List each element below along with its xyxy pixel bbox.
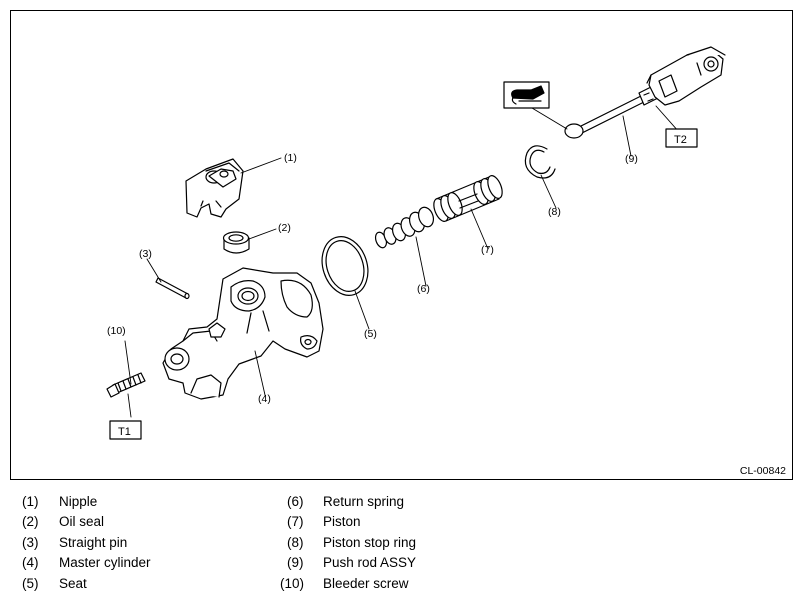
legend-name: Bleeder screw bbox=[323, 576, 409, 591]
callout-4: (4) bbox=[258, 393, 271, 405]
oil-seal-part bbox=[222, 231, 250, 254]
callout-7: (7) bbox=[481, 244, 494, 256]
legend-number: (2) bbox=[22, 514, 39, 529]
legend-name: Piston stop ring bbox=[323, 535, 417, 550]
torque-tag-t1-box bbox=[109, 420, 142, 440]
callout-2: (2) bbox=[278, 222, 291, 234]
torque-tag-t2-box bbox=[665, 128, 698, 148]
callout-9: (9) bbox=[625, 153, 638, 165]
diagram-canvas: (1) (2) (3) (4) (5) (6) (7) (8) (9) (10)… bbox=[106, 46, 726, 440]
legend-name: Return spring bbox=[323, 494, 405, 509]
legend-name: Push rod ASSY bbox=[323, 555, 417, 570]
leader-lines bbox=[124, 105, 680, 418]
legend-number: (4) bbox=[22, 555, 39, 570]
bleeder-screw-part bbox=[106, 372, 146, 398]
push-rod-assy-part bbox=[564, 46, 726, 139]
nipple-part bbox=[185, 158, 244, 218]
callout-6: (6) bbox=[417, 283, 430, 295]
exploded-view-diagram: (1) (2) (3) (4) (5) (6) (7) (8) (9) (10)… bbox=[10, 10, 793, 480]
callout-10: (10) bbox=[107, 325, 126, 337]
legend-name: Oil seal bbox=[59, 514, 105, 529]
torque-tag-t1: T1 bbox=[118, 426, 131, 438]
legend-number: (10) bbox=[280, 576, 305, 591]
legend-name: Master cylinder bbox=[59, 555, 151, 570]
legend-number: (8) bbox=[287, 535, 304, 550]
seat-part bbox=[321, 236, 369, 296]
legend-number: (3) bbox=[22, 535, 39, 550]
figure-code: CL-00842 bbox=[739, 465, 786, 477]
legend-number: (1) bbox=[22, 494, 39, 509]
legend-name: Straight pin bbox=[59, 535, 128, 550]
legend-number: (7) bbox=[287, 514, 304, 529]
legend-name: Piston bbox=[323, 514, 361, 529]
legend-name: Nipple bbox=[59, 494, 98, 509]
callout-3: (3) bbox=[139, 248, 152, 260]
callout-5: (5) bbox=[364, 328, 377, 340]
parts-legend: (1) Nipple (2) Oil seal (3) Straight pin… bbox=[0, 494, 804, 599]
piston-stop-ring-part bbox=[524, 145, 556, 179]
legend-name: Seat bbox=[59, 576, 87, 591]
torque-tag-t2: T2 bbox=[674, 134, 687, 146]
callout-8: (8) bbox=[548, 206, 561, 218]
legend-number: (6) bbox=[287, 494, 304, 509]
legend-number: (9) bbox=[287, 555, 304, 570]
grease-gun-icon bbox=[503, 81, 550, 109]
callout-1: (1) bbox=[284, 152, 297, 164]
return-spring-part bbox=[374, 206, 435, 249]
piston-part bbox=[433, 175, 503, 222]
straight-pin-part bbox=[155, 277, 190, 300]
legend-number: (5) bbox=[22, 576, 39, 591]
master-cylinder-part bbox=[162, 267, 324, 400]
